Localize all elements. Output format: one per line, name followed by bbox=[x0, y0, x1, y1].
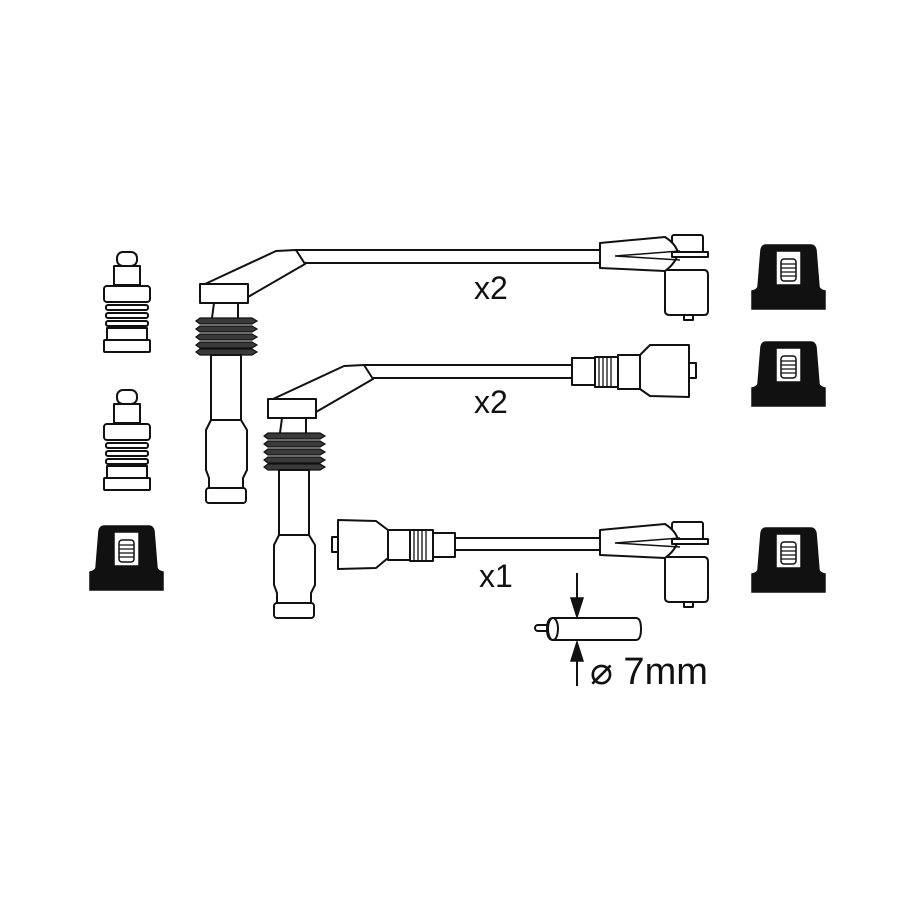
straight-boot-lead-2 bbox=[263, 364, 374, 619]
cable-diameter-label: ⌀ 7mm bbox=[590, 651, 708, 693]
ignition-lead-2 bbox=[263, 344, 697, 619]
quantity-label-lead-3: x1 bbox=[479, 558, 513, 594]
ignition-lead-1 bbox=[195, 234, 709, 504]
ignition-lead-3 bbox=[331, 519, 709, 608]
arrow-down-icon bbox=[569, 597, 585, 620]
black-terminal-cap-3 bbox=[751, 527, 826, 593]
quantity-label-lead-2: x2 bbox=[474, 384, 508, 420]
black-terminal-cap-1 bbox=[751, 244, 826, 310]
quantity-label-lead-1: x2 bbox=[474, 270, 508, 306]
cable-diameter-indicator bbox=[534, 573, 642, 686]
black-terminal-cap-left bbox=[89, 525, 164, 591]
arrow-up-icon bbox=[569, 639, 585, 662]
spark-plug-terminal-2 bbox=[103, 389, 151, 491]
spark-plug-terminal-1 bbox=[103, 251, 151, 353]
straight-connector-lead-3 bbox=[331, 519, 456, 570]
black-terminal-cap-2 bbox=[751, 341, 826, 407]
straight-connector-lead-2 bbox=[571, 344, 697, 398]
angled-connector-lead-1 bbox=[599, 234, 709, 321]
angled-connector-lead-3 bbox=[599, 521, 709, 608]
